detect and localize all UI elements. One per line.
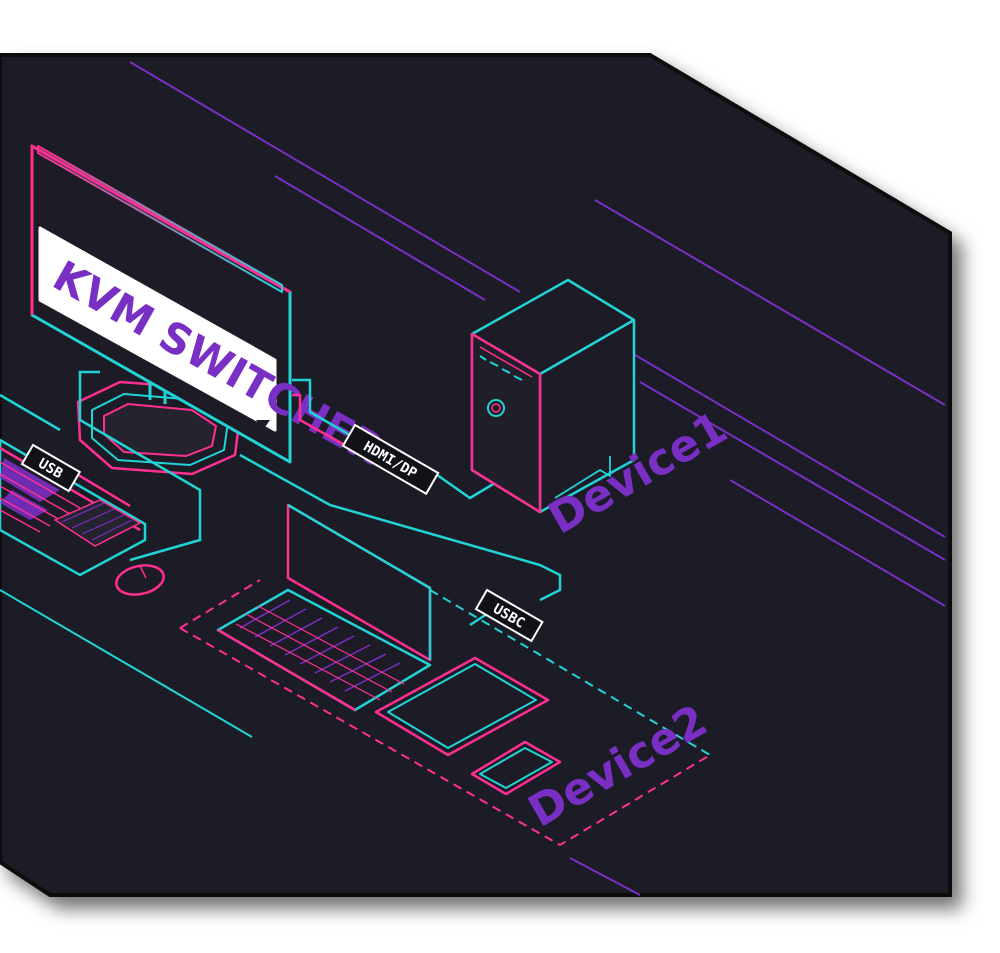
cables (0, 370, 562, 627)
laptop-icon (216, 503, 432, 712)
mouse-icon (115, 564, 165, 596)
monitor-icon (30, 144, 292, 476)
screen-title-panel (38, 226, 277, 432)
usb-port-tag: USB (20, 443, 82, 493)
phone-icon (470, 740, 562, 796)
keyboard-icon (0, 438, 147, 577)
decorative-lines (0, 61, 946, 896)
board-background (0, 53, 952, 897)
device2-outline (179, 579, 711, 847)
tower-pc-icon (470, 278, 636, 514)
tablet-icon (374, 656, 550, 757)
